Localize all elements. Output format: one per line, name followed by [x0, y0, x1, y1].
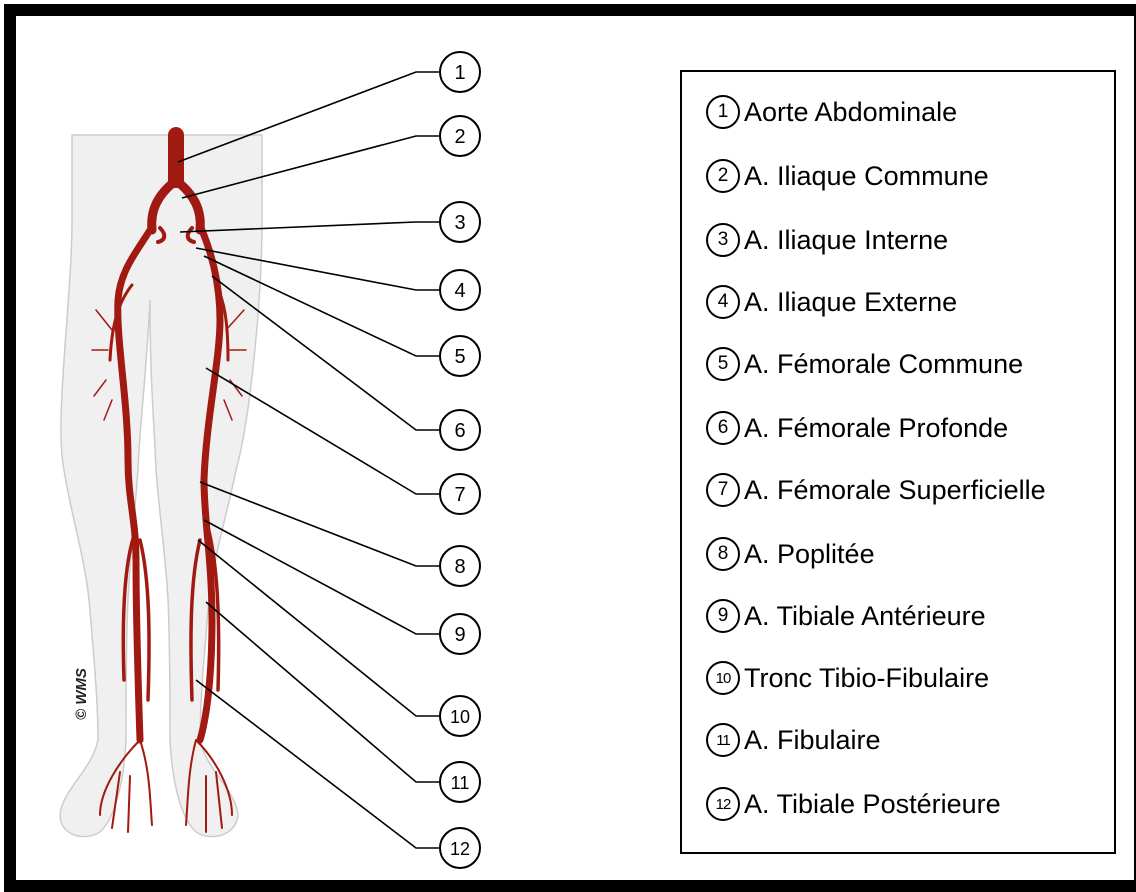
- legend-label: A. Fémorale Superficielle: [744, 475, 1046, 506]
- legend-label: Aorte Abdominale: [744, 97, 957, 128]
- legend-item: 1 Aorte Abdominale: [706, 90, 957, 134]
- legend-label: A. Iliaque Interne: [744, 225, 948, 256]
- legend-label: A. Fémorale Profonde: [744, 413, 1008, 444]
- legend-number-badge: 7: [706, 473, 740, 507]
- legend-label: A. Fibulaire: [744, 725, 881, 756]
- legend-number-badge: 12: [706, 787, 740, 821]
- callout-number: 12: [450, 839, 470, 859]
- legend-number-badge: 11: [706, 723, 740, 757]
- legend-number-badge: 1: [706, 95, 740, 129]
- legend-item: 4 A. Iliaque Externe: [706, 280, 957, 324]
- legend-number-badge: 5: [706, 347, 740, 381]
- legend-label: Tronc Tibio-Fibulaire: [744, 663, 989, 694]
- legend-item: 3 A. Iliaque Interne: [706, 218, 948, 262]
- legend-label: A. Iliaque Externe: [744, 287, 957, 318]
- legend-label: A. Poplitée: [744, 539, 875, 570]
- callout-number: 5: [454, 346, 465, 368]
- callout-number: 4: [454, 280, 465, 302]
- legend-item: 11 A. Fibulaire: [706, 718, 881, 762]
- callout-number: 11: [451, 773, 470, 793]
- copyright-mark: © WMS: [73, 668, 90, 720]
- legend-number-badge: 4: [706, 285, 740, 319]
- legend-number-badge: 8: [706, 537, 740, 571]
- legend-number-badge: 9: [706, 599, 740, 633]
- callout-number: 9: [454, 624, 465, 646]
- legend-item: 8 A. Poplitée: [706, 532, 875, 576]
- legend-box: 1 Aorte Abdominale 2 A. Iliaque Commune …: [680, 70, 1116, 854]
- callout-number: 1: [454, 62, 465, 84]
- callout-number: 6: [454, 420, 465, 442]
- legend-item: 7 A. Fémorale Superficielle: [706, 468, 1046, 512]
- legend-item: 9 A. Tibiale Antérieure: [706, 594, 986, 638]
- legend-label: A. Iliaque Commune: [744, 161, 989, 192]
- callout-number: 3: [454, 212, 465, 234]
- legend-label: A. Fémorale Commune: [744, 349, 1023, 380]
- legend-number-badge: 3: [706, 223, 740, 257]
- legend-item: 12 A. Tibiale Postérieure: [706, 782, 1001, 826]
- legend-number-badge: 10: [706, 661, 740, 695]
- legend-label: A. Tibiale Antérieure: [744, 601, 986, 632]
- legend-number-badge: 6: [706, 411, 740, 445]
- legend-item: 6 A. Fémorale Profonde: [706, 406, 1008, 450]
- legend-item: 5 A. Fémorale Commune: [706, 342, 1023, 386]
- callout-number: 7: [454, 484, 465, 506]
- callout-number: 2: [454, 126, 465, 148]
- callout-number: 10: [450, 707, 470, 727]
- legend-label: A. Tibiale Postérieure: [744, 789, 1001, 820]
- callout-number: 8: [454, 556, 465, 578]
- legend-item: 10 Tronc Tibio-Fibulaire: [706, 656, 989, 700]
- legend-number-badge: 2: [706, 159, 740, 193]
- legend-item: 2 A. Iliaque Commune: [706, 154, 989, 198]
